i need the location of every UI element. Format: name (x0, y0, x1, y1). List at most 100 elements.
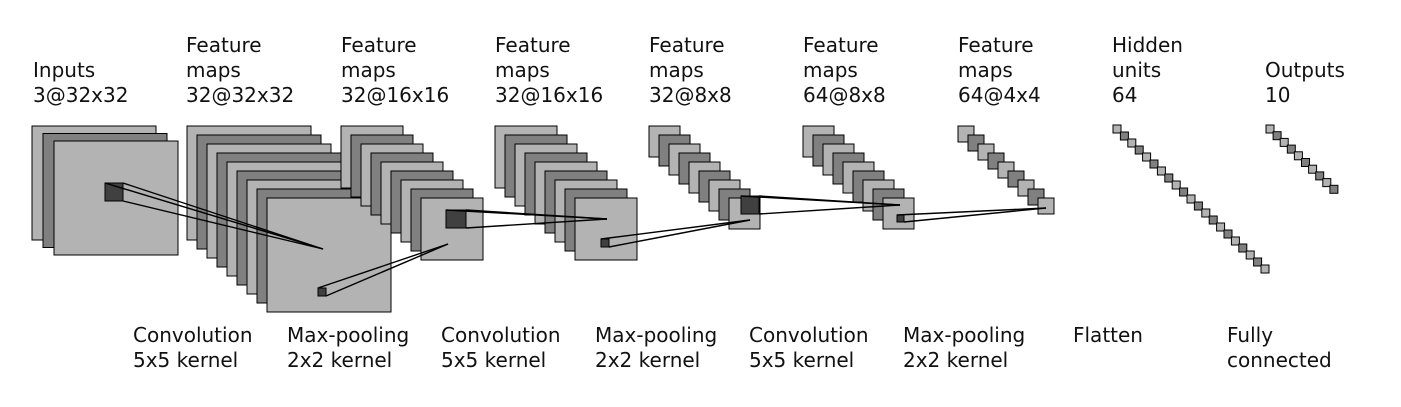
op-label-maxpool-3: Max-pooling 2x2 kernel (903, 323, 1025, 373)
pool1-kernel-patch (445, 209, 467, 229)
op-label-maxpool-1: Max-pooling 2x2 kernel (287, 323, 409, 373)
layer-shape: 32@8x8 (649, 83, 732, 107)
output-map (1279, 137, 1289, 147)
pool2-projection (608, 219, 751, 248)
layer-shape: 64@8x8 (803, 83, 886, 107)
layer-label-conv2: Feature maps 32@16x16 (495, 33, 603, 108)
hidden-map (1201, 208, 1211, 218)
conv1-projection (122, 182, 324, 250)
layer-title: Hidden (1112, 33, 1183, 57)
layer-label-pool2: Feature maps 32@8x8 (649, 33, 732, 108)
layer-title: Feature (958, 33, 1034, 57)
layer-shape: 32@16x16 (341, 83, 450, 107)
op-name: Max-pooling (595, 323, 718, 347)
output-map (1301, 158, 1310, 167)
conv1-pool-patch (317, 287, 327, 297)
hidden-map (1208, 215, 1218, 225)
conv1-map (266, 197, 392, 313)
op-name: Convolution (441, 323, 561, 347)
layer-label-conv3: Feature maps 64@8x8 (803, 33, 886, 108)
pool2-projection (600, 219, 751, 240)
output-map (1265, 124, 1275, 134)
layer-label-hidden: Hidden units 64 (1112, 33, 1183, 108)
hidden-map (1230, 236, 1240, 246)
conv2-projection (465, 209, 608, 220)
layer-title: Feature (649, 33, 725, 57)
layer-title: maps (495, 58, 550, 82)
hidden-map (1238, 243, 1248, 253)
op-name: Max-pooling (287, 323, 410, 347)
conv3-projection (758, 204, 901, 215)
conv2-projection (465, 218, 608, 229)
pool3-projection (896, 207, 1047, 216)
conv1-projection (122, 200, 324, 250)
op-kernel: 5x5 kernel (749, 348, 855, 372)
layer-title: Feature (186, 33, 262, 57)
output-map (1315, 171, 1325, 181)
op-kernel: 5x5 kernel (133, 348, 239, 372)
op-label-convolution-2: Convolution 5x5 kernel (441, 323, 561, 373)
output-map (1293, 151, 1303, 161)
layer-label-pool1: Feature maps 32@16x16 (341, 33, 449, 108)
op-name: Convolution (133, 323, 253, 347)
layer-title: units (1112, 58, 1162, 82)
pool3-projection (903, 207, 1047, 223)
hidden-map (1253, 257, 1263, 267)
layer-shape: 3@32x32 (33, 83, 129, 107)
layer-label-conv1: Feature maps 32@32x32 (186, 33, 294, 108)
output-map (1308, 164, 1318, 174)
layer-label-outputs: Outputs 10 (1265, 58, 1345, 108)
layer-title: maps (649, 58, 704, 82)
output-map (1329, 184, 1339, 194)
hidden-map (1149, 159, 1159, 169)
conv3-projection (758, 195, 901, 206)
layer-title: maps (186, 58, 241, 82)
op-name: Flatten (1073, 323, 1143, 347)
conv1-projection (104, 182, 324, 250)
layer-label-pool3: Feature maps 64@4x4 (958, 33, 1041, 108)
hidden-map (1216, 222, 1226, 232)
hidden-map (1186, 194, 1196, 204)
op-kernel: 5x5 kernel (441, 348, 547, 372)
op-kernel: connected (1227, 348, 1332, 372)
hidden-map (1164, 173, 1174, 183)
layer-title: Feature (341, 33, 417, 57)
layer-shape: 32@16x16 (495, 83, 604, 107)
layer-title: Outputs (1265, 58, 1345, 82)
layer-title: Feature (495, 33, 571, 57)
hidden-map (1142, 152, 1152, 162)
op-kernel: 2x2 kernel (903, 348, 1009, 372)
layer-title: maps (803, 58, 858, 82)
hidden-map (1260, 264, 1270, 274)
op-kernel: 2x2 kernel (287, 348, 393, 372)
hidden-map (1156, 166, 1166, 176)
conv3-pool-patch (896, 214, 905, 223)
layer-shape: 64@4x4 (958, 83, 1041, 107)
op-kernel: 2x2 kernel (595, 348, 701, 372)
op-label-fully-connected: Fully connected (1227, 323, 1332, 373)
output-map (1322, 178, 1332, 188)
conv2-map (574, 197, 638, 261)
layer-title: maps (958, 58, 1013, 82)
output-map (1286, 144, 1296, 154)
pool1-projection (325, 243, 449, 297)
pool2-kernel-patch (740, 195, 760, 215)
op-name: Fully (1227, 323, 1274, 347)
pool3-map (1037, 197, 1055, 215)
layer-title: maps (341, 58, 396, 82)
hidden-map (1112, 124, 1122, 134)
hidden-map (1193, 201, 1203, 211)
op-name: Max-pooling (903, 323, 1026, 347)
layer-title: Feature (803, 33, 879, 57)
output-map (1272, 131, 1282, 141)
layer-shape: 10 (1265, 83, 1291, 107)
hidden-map (1245, 250, 1255, 260)
layer-title: Inputs (33, 58, 96, 82)
layer-shape: 64 (1112, 83, 1138, 107)
layer-label-inputs: Inputs 3@32x32 (33, 58, 128, 108)
conv3-map (882, 197, 915, 230)
op-label-convolution-3: Convolution 5x5 kernel (749, 323, 869, 373)
hidden-map (1127, 138, 1137, 148)
hidden-map (1134, 145, 1144, 155)
